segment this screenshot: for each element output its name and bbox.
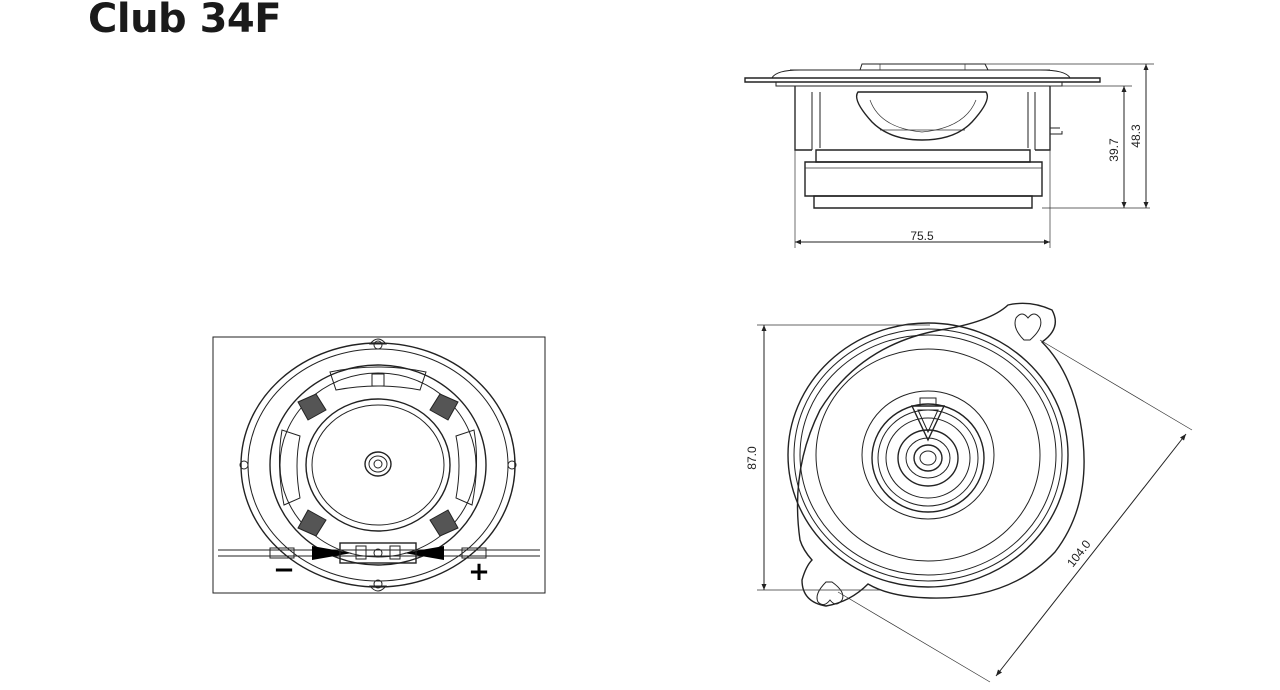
- positive-terminal-sign: +: [468, 557, 490, 587]
- dim-diagonal-label: 104.0: [1064, 537, 1094, 570]
- dim-height-label: 87.0: [745, 446, 759, 470]
- rear-view: − +: [212, 336, 546, 594]
- page-title: Club 34F: [88, 0, 282, 42]
- negative-terminal-sign: −: [273, 555, 295, 585]
- dim-width-label: 75.5: [910, 229, 934, 243]
- dim-depth-body-label: 39.7: [1107, 138, 1121, 162]
- front-view: 87.0 104.0: [745, 302, 1193, 683]
- side-view: 75.5 39.7 48.3: [744, 63, 1154, 248]
- dim-depth-total-label: 48.3: [1129, 124, 1143, 148]
